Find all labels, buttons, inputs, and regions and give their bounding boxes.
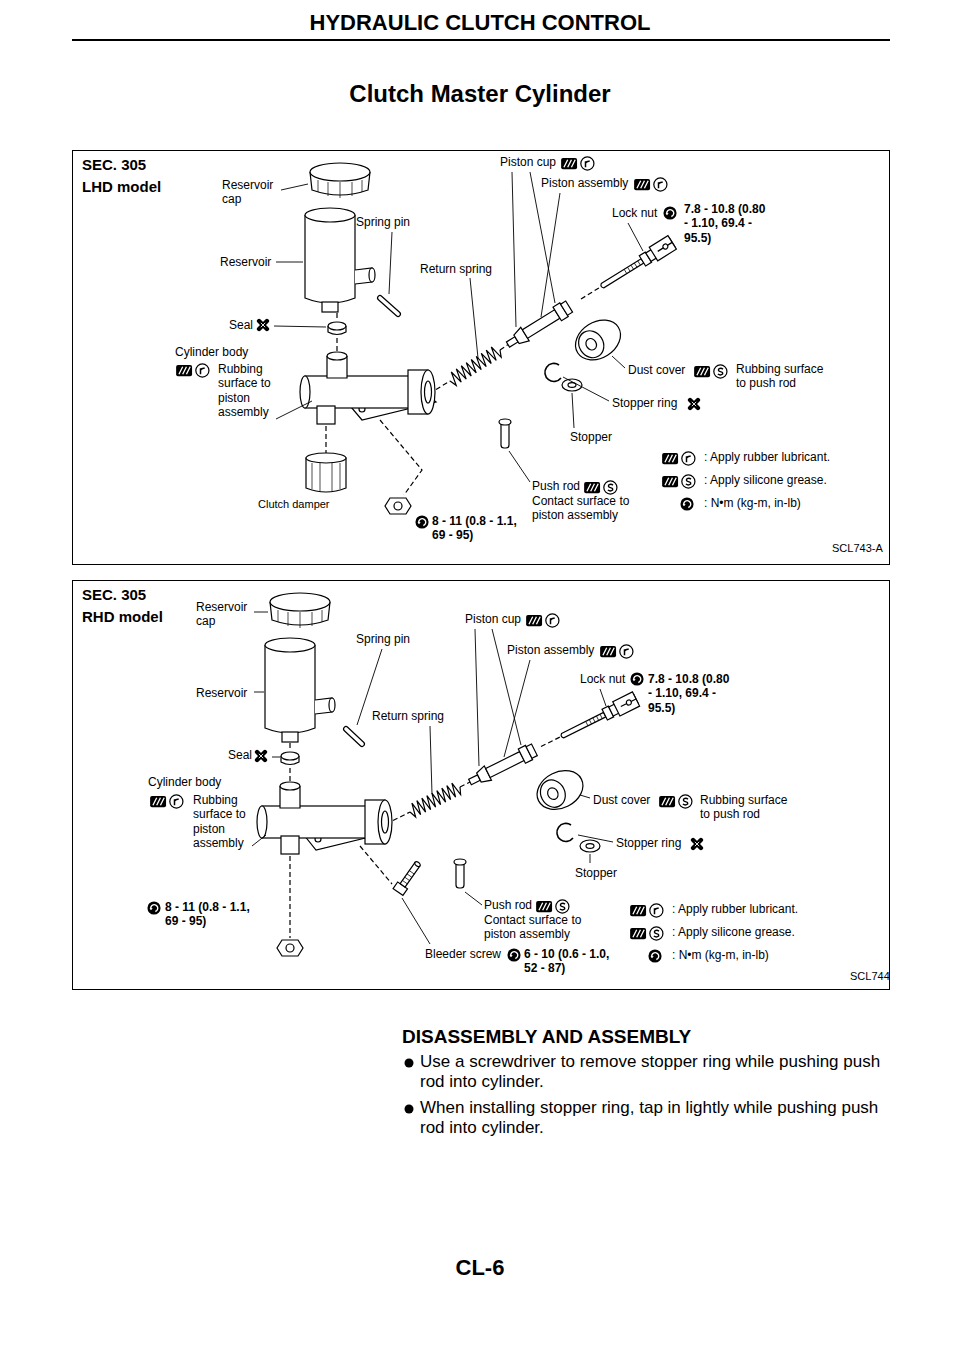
figure-heading: RHD model — [82, 606, 163, 628]
part-label: Spring pin — [356, 632, 410, 646]
figure-code: SCL744 — [850, 970, 890, 983]
part-label: Clutch damper — [258, 498, 330, 511]
part-label: Piston assembly — [507, 643, 594, 657]
part-label: Dust cover — [593, 793, 650, 807]
section-heading: DISASSEMBLY AND ASSEMBLY — [402, 1026, 691, 1049]
torque-spec: 8 - 11 (0.8 - 1.1, 69 - 95) — [432, 514, 524, 543]
part-label: Lock nut — [612, 206, 657, 220]
rhd-leader-lines — [252, 612, 613, 944]
rhd-symbols — [147, 614, 701, 963]
legend-text: : Apply rubber lubricant. — [704, 450, 830, 464]
figure-heading: SEC. 305 — [82, 154, 146, 176]
part-label: Reservoir — [220, 255, 271, 269]
page-header: HYDRAULIC CLUTCH CONTROL — [0, 10, 960, 36]
legend-text: : N•m (kg-m, in-lb) — [672, 948, 769, 962]
legend-text: : Apply silicone grease. — [672, 925, 795, 939]
part-label: Seal — [229, 318, 253, 332]
torque-spec: 8 - 11 (0.8 - 1.1, 69 - 95) — [165, 900, 257, 929]
part-label: Rubbing surface to piston assembly — [193, 793, 255, 851]
lhd-illustration — [300, 163, 676, 514]
instruction: Use a screwdriver to remove stopper ring… — [420, 1052, 895, 1093]
part-label: Rubbing surface to push rod — [700, 793, 795, 822]
part-label: Rubbing surface to piston assembly — [218, 362, 280, 420]
part-label: Stopper ring — [616, 836, 681, 850]
part-label: Spring pin — [356, 215, 410, 229]
part-label: Cylinder body — [148, 775, 221, 789]
part-label: Lock nut — [580, 672, 625, 686]
part-label: Reservoir cap — [196, 600, 256, 629]
part-label: Reservoir — [196, 686, 247, 700]
part-label: Seal — [228, 748, 252, 762]
part-label: Contact surface to piston assembly — [484, 913, 594, 942]
figure-heading: SEC. 305 — [82, 584, 146, 606]
torque-spec: 7.8 - 10.8 (0.80 - 1.10, 69.4 - 95.5) — [684, 202, 772, 245]
part-label: Push rod — [484, 898, 532, 912]
part-label: Rubbing surface to push rod — [736, 362, 831, 391]
part-label: Push rod — [532, 479, 580, 493]
torque-spec: 7.8 - 10.8 (0.80 - 1.10, 69.4 - 95.5) — [648, 672, 736, 715]
torque-spec: 6 - 10 (0.6 - 1.0, 52 - 87) — [524, 947, 616, 976]
page-number: CL-6 — [0, 1255, 960, 1281]
part-label: Cylinder body — [175, 345, 248, 359]
legend-text: : Apply silicone grease. — [704, 473, 827, 487]
lhd-symbols — [176, 157, 727, 529]
part-label: Contact surface to piston assembly — [532, 494, 642, 523]
part-label: Piston assembly — [541, 176, 628, 190]
rhd-illustration — [257, 593, 640, 956]
part-label: Stopper ring — [612, 396, 677, 410]
part-label: Dust cover — [628, 363, 685, 377]
legend-text: : Apply rubber lubricant. — [672, 902, 798, 916]
part-label: Piston cup — [500, 155, 556, 169]
part-label: Reservoir cap — [222, 178, 282, 207]
figure-code: SCL743-A — [832, 542, 883, 555]
part-label: Piston cup — [465, 612, 521, 626]
legend-text: : N•m (kg-m, in-lb) — [704, 496, 801, 510]
part-label: Stopper — [575, 866, 617, 880]
bullet-dots — [405, 1059, 414, 1114]
part-label: Return spring — [420, 262, 492, 276]
page-title: Clutch Master Cylinder — [0, 80, 960, 109]
instruction: When installing stopper ring, tap in lig… — [420, 1098, 895, 1139]
part-label: Stopper — [570, 430, 612, 444]
header-rule — [72, 39, 890, 41]
lhd-leader-lines — [274, 172, 643, 482]
part-label: Bleeder screw — [425, 947, 501, 961]
figure-heading: LHD model — [82, 176, 161, 198]
part-label: Return spring — [372, 709, 444, 723]
